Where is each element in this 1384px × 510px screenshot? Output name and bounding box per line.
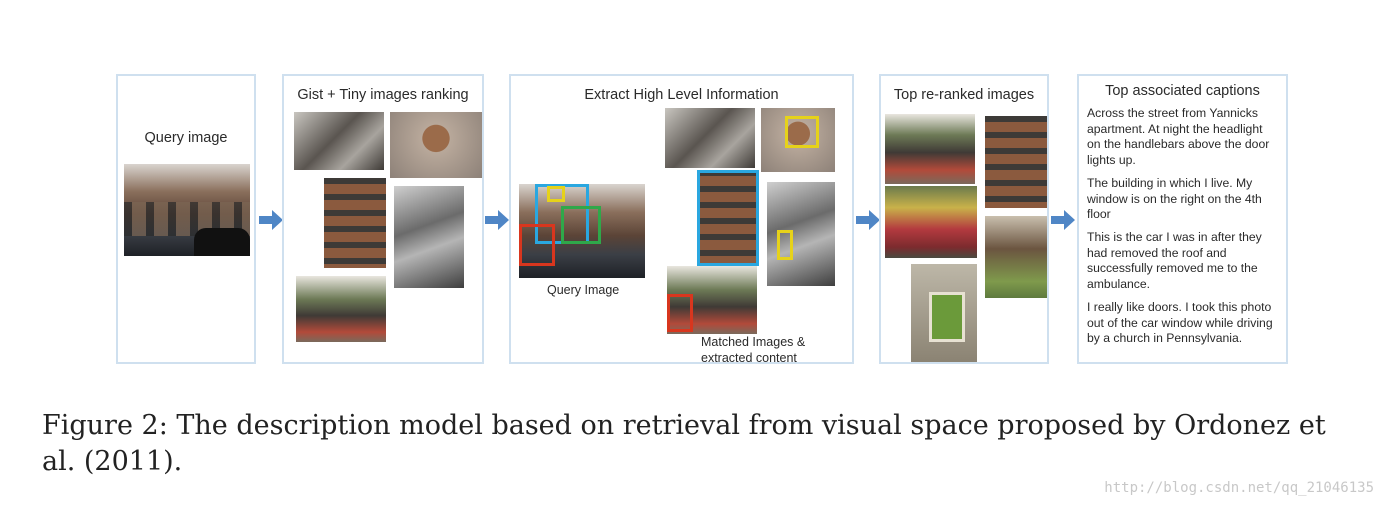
ranked-image-5	[296, 276, 386, 342]
arrow-right-icon	[259, 210, 283, 230]
panel-reranked: Top re-ranked images	[879, 74, 1049, 364]
panel-extract-title: Extract High Level Information	[584, 87, 779, 103]
panel-gist-title: Gist + Tiny images ranking	[297, 87, 469, 103]
ranked-image-1	[294, 112, 384, 170]
reranked-image-3	[885, 186, 977, 258]
caption-item: Across the street from Yannicks apartmen…	[1087, 106, 1270, 167]
arrow-right-icon	[485, 210, 509, 230]
detection-box-green	[561, 206, 601, 244]
query-photo	[124, 164, 250, 256]
extract-query-label: Query Image	[547, 283, 620, 297]
ranked-image-3	[324, 178, 386, 268]
panel-captions-title: Top associated captions	[1105, 83, 1260, 99]
matched-label-line1: Matched Images &	[701, 335, 806, 349]
detection-box-yellow	[777, 230, 793, 260]
matched-image-4	[767, 182, 835, 286]
matched-image-5	[667, 266, 757, 334]
detection-box-red	[667, 294, 693, 332]
caption-item: The building in which I live. My window …	[1087, 176, 1262, 221]
matched-label: Matched Images & extracted content	[701, 334, 805, 366]
reranked-image-1	[885, 114, 975, 184]
arrow-right-icon	[856, 210, 880, 230]
extract-query-photo	[519, 184, 645, 278]
panel-query-title: Query image	[144, 130, 228, 146]
panel-gist-ranking: Gist + Tiny images ranking	[282, 74, 484, 364]
detection-box-red	[519, 224, 555, 266]
matched-image-1	[665, 108, 755, 168]
ranked-image-2	[390, 112, 482, 178]
panel-query: Query image	[116, 74, 256, 364]
matched-label-line2: extracted content	[701, 351, 797, 365]
detection-box-yellow	[785, 116, 819, 148]
detection-box-blue	[697, 170, 759, 266]
reranked-image-5	[911, 264, 977, 362]
matched-image-2	[761, 108, 835, 172]
reranked-image-2	[985, 116, 1047, 208]
matched-image-3	[697, 170, 759, 266]
caption-item: I really like doors. I took this photo o…	[1087, 300, 1273, 345]
arrow-right-icon	[1051, 210, 1075, 230]
panel-extract: Extract High Level Information Query Ima…	[509, 74, 854, 366]
panel-captions: Top associated captions Across the stree…	[1077, 74, 1288, 364]
ranked-image-4	[394, 186, 464, 288]
detection-box-yellow	[547, 186, 565, 202]
panel-reranked-title: Top re-ranked images	[893, 87, 1035, 103]
watermark: http://blog.csdn.net/qq_21046135	[1104, 480, 1374, 496]
caption-item: This is the car I was in after they had …	[1087, 230, 1262, 291]
figure-caption: Figure 2: The description model based on…	[42, 410, 1326, 477]
reranked-image-4	[985, 216, 1047, 298]
